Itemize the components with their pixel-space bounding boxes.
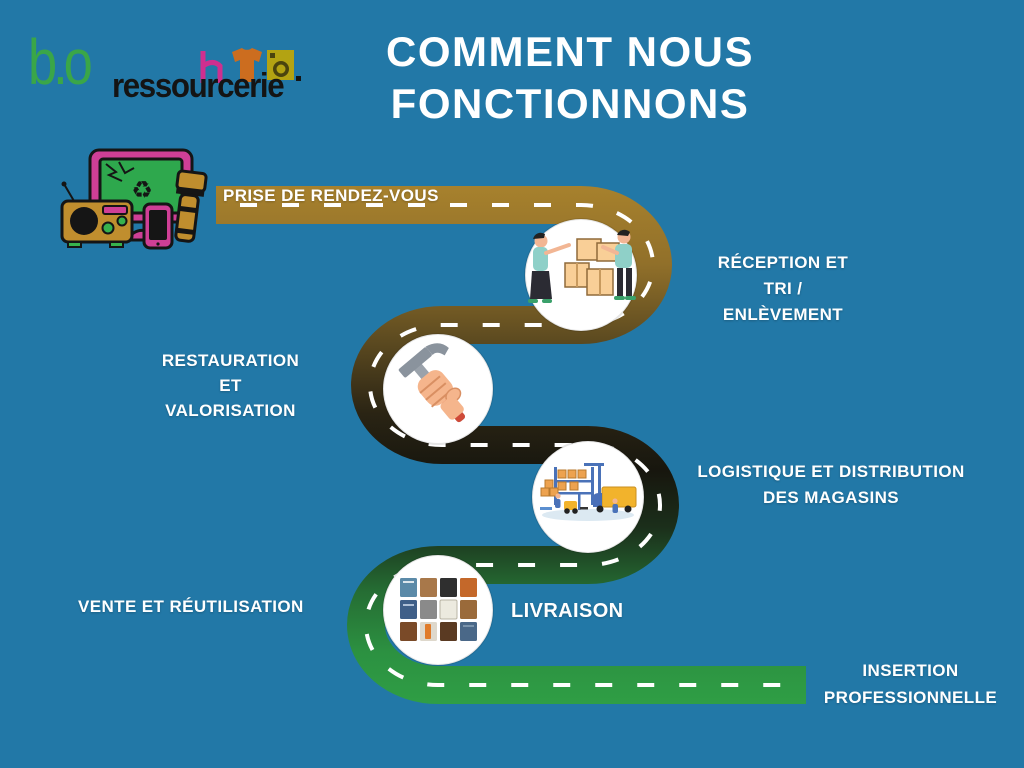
step-circle-restauration <box>382 333 494 445</box>
label-prise-de-rendez-vous: PRISE DE RENDEZ-VOUS <box>223 186 439 205</box>
road-centerline-dashes <box>240 203 800 687</box>
label-reception-et-tri: RÉCEPTION ET TRI / ENLÈVEMENT <box>717 253 849 324</box>
electronics-illustration: ♻ <box>60 148 208 250</box>
page-title-line1: COMMENT NOUS <box>386 28 754 75</box>
box-handling-illustration <box>528 229 636 303</box>
logo-icons <box>200 48 301 83</box>
step-circle-vente <box>382 554 494 666</box>
chair-icon <box>200 51 223 83</box>
tshirt-icon <box>232 48 262 82</box>
logo-text-primary: b.o <box>28 26 93 98</box>
washing-machine-icon <box>267 50 301 81</box>
label-livraison: LIVRAISON <box>511 600 624 622</box>
step-circle-reception <box>524 218 638 332</box>
label-vente-et-reutilisation: VENTE ET RÉUTILISATION <box>78 597 304 616</box>
label-insertion-professionnelle: INSERTION PROFESSIONNELLE <box>823 661 998 707</box>
flashlight-icon <box>174 169 208 243</box>
label-logistique-et-distribution: LOGISTIQUE ET DISTRIBUTION DES MAGASINS <box>697 462 965 507</box>
label-restauration-et-valorisation: RESTAURATION ET VALORISATION <box>161 351 300 420</box>
page-title: COMMENT NOUS FONCTIONNONS <box>320 26 820 130</box>
secondhand-goods-illustration <box>400 578 477 641</box>
page-title-line2: FONCTIONNONS <box>390 80 750 127</box>
hammer-repair-illustration <box>398 343 466 423</box>
step-circle-logistique <box>531 440 645 554</box>
logo-text-secondary: ressourcerie <box>112 67 285 105</box>
warehouse-logistics-illustration <box>540 463 637 521</box>
radio-icon <box>60 181 134 248</box>
smartphone-icon <box>142 202 174 250</box>
svg-text:♻: ♻ <box>131 176 153 204</box>
